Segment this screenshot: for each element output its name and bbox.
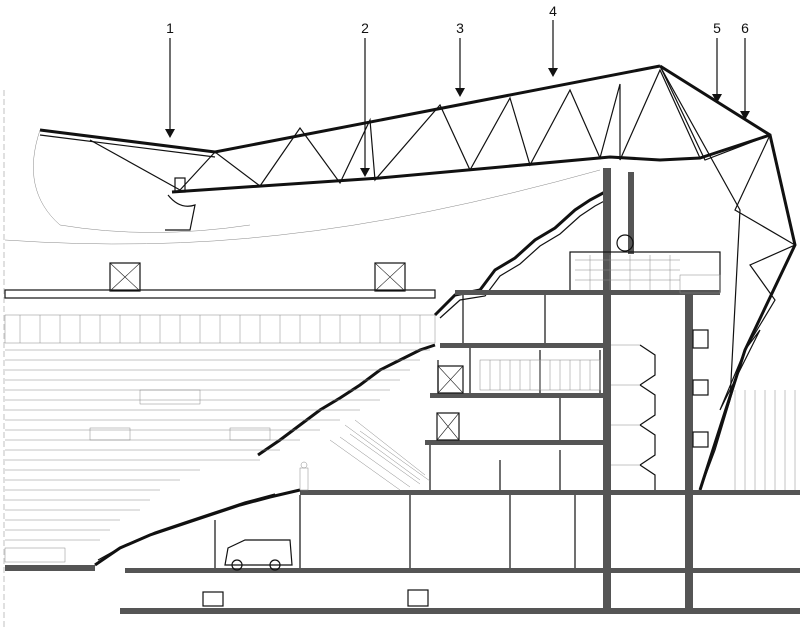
car-icon-1 [202,591,224,607]
lower-tier [94,343,436,567]
vehicles [202,539,429,607]
callout-label-5: 5 [713,20,721,36]
callout-label-3: 3 [456,20,464,36]
car-icon-2 [407,589,429,607]
roof-web-members [179,68,701,191]
callout-label-1: 1 [166,20,174,36]
callout-label-2: 2 [361,20,369,36]
roof-top-chord [39,64,661,154]
roof-bottom-chord [171,133,771,194]
building-core [120,168,800,614]
van-icon [224,539,293,566]
callout-label-6: 6 [741,20,749,36]
callout-labels: 1 2 3 4 5 6 [166,3,749,36]
callout-arrows [165,20,750,177]
callout-label-4: 4 [549,3,557,19]
opposite-stand [4,262,436,571]
roof-truss [39,64,797,491]
right-facade [734,390,796,490]
